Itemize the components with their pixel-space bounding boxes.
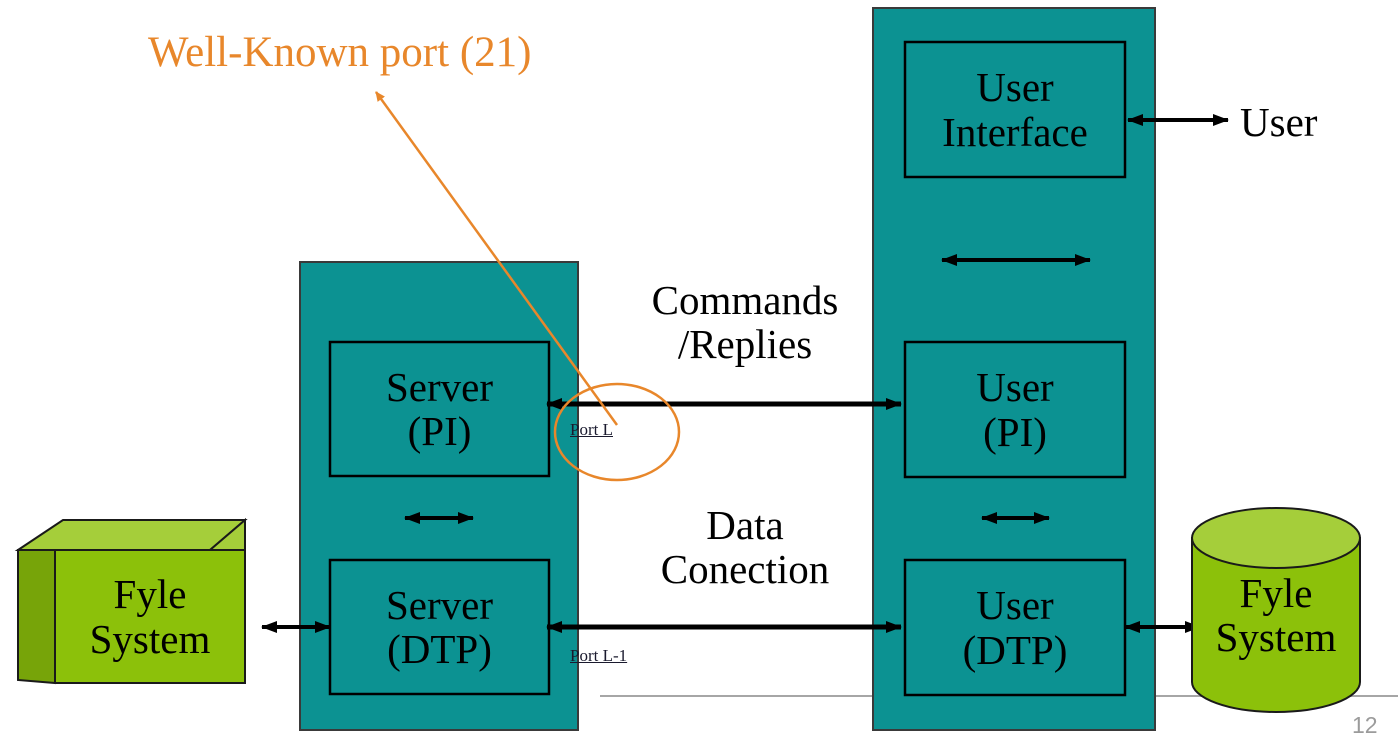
page-number: 12 bbox=[1352, 712, 1378, 738]
server-pi-box bbox=[328, 340, 551, 478]
cylinder-body bbox=[1191, 537, 1361, 713]
user-dtp-box bbox=[903, 558, 1127, 697]
server-dtp-box bbox=[328, 558, 551, 696]
user-actor-label: User bbox=[1240, 99, 1318, 145]
port-l-label: Port L bbox=[570, 420, 613, 439]
cube-front-face bbox=[54, 549, 246, 684]
cylinder-top bbox=[1191, 507, 1361, 569]
port-l-minus-1-label: Port L-1 bbox=[570, 646, 628, 665]
port-l-callout-ellipse bbox=[553, 382, 681, 482]
well-known-port-title: Well-Known port (21) bbox=[148, 29, 532, 76]
user-interface-box bbox=[903, 40, 1127, 179]
user-pi-box bbox=[903, 340, 1127, 479]
server-filesystem-cube bbox=[14, 517, 248, 685]
cube-top-face bbox=[14, 519, 248, 551]
port-l-callout-leader bbox=[374, 91, 619, 426]
cube-side-face bbox=[17, 549, 56, 685]
user-filesystem-cylinder bbox=[1191, 507, 1361, 713]
